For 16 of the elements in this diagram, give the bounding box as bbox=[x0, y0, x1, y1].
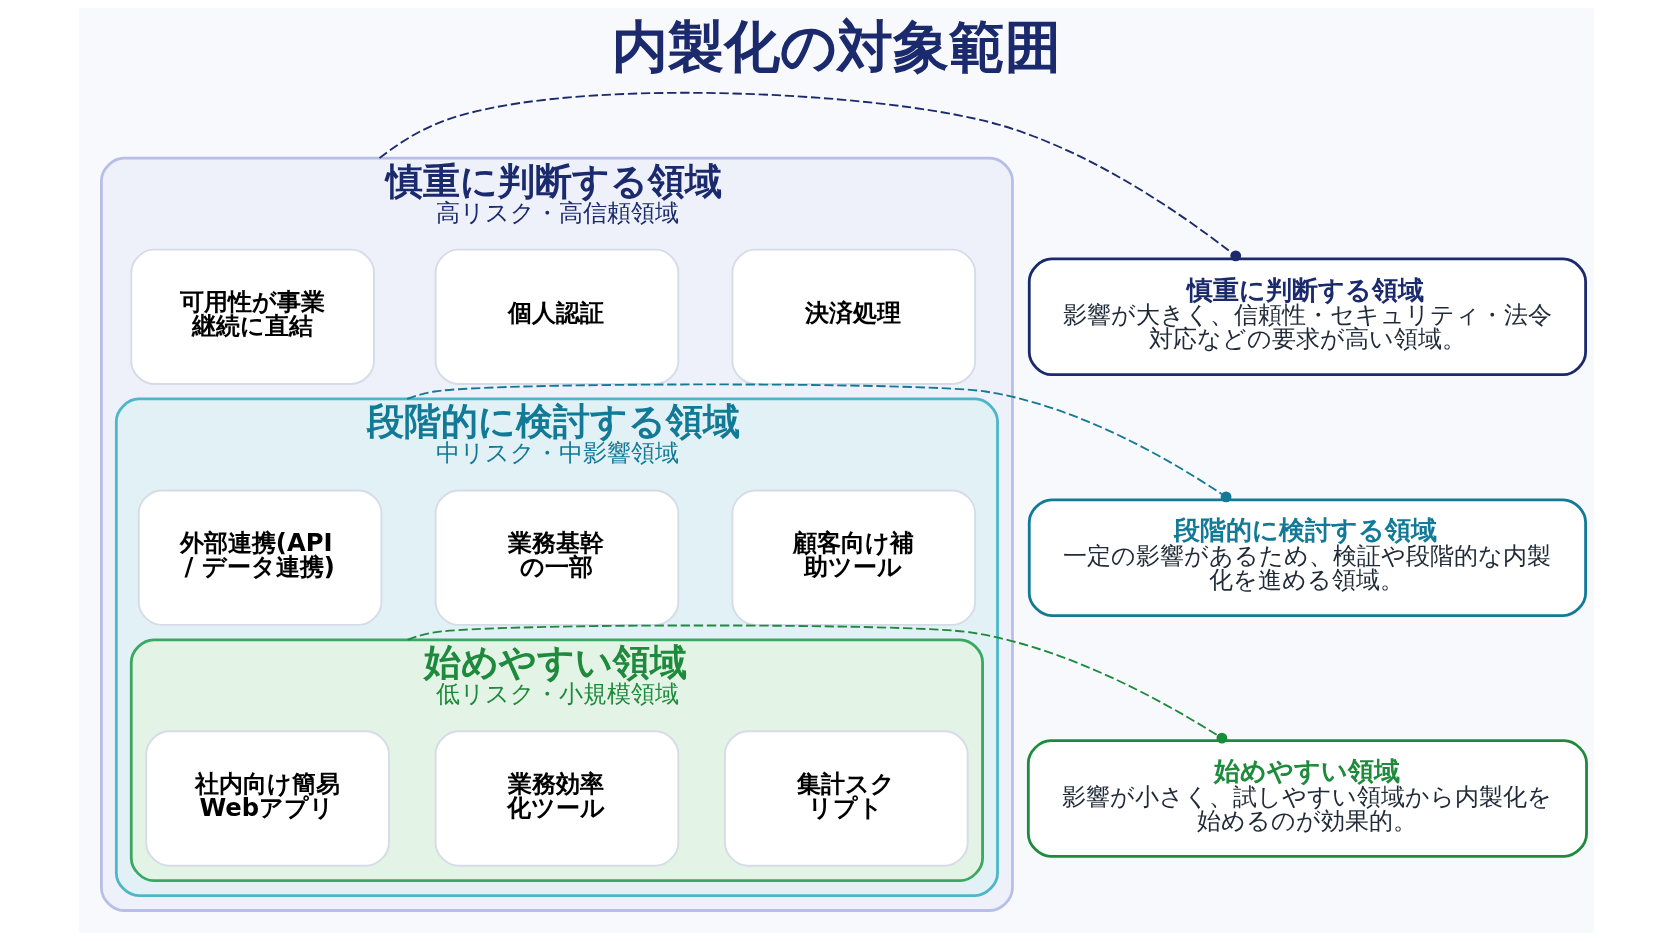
node-box: 慎重に判断する領域 影響が大きく、信頼性・セキュリティ・法令対応などの要求が高い領域。 bbox=[1027, 257, 1587, 377]
node-box: 可用性が事業継続に直結 bbox=[129, 248, 375, 385]
node-box: 顧客向け補助ツール bbox=[731, 489, 976, 626]
connector bbox=[378, 92, 1241, 262]
node-box: 始めやすい領域 影響が小さく、試しやすい領域から内製化を始めるのが効果的。 bbox=[1026, 739, 1588, 858]
node-box: 決済処理 bbox=[731, 248, 976, 385]
node-box: 個人認証 bbox=[434, 248, 679, 385]
node-box: 段階的に検討する領域 一定の影響があるため、検証や段階的な内製化を進める領域。 bbox=[1027, 498, 1587, 617]
connector bbox=[405, 383, 1231, 503]
node-box: 業務基幹の一部 bbox=[434, 489, 679, 626]
node-box: 社内向け簡易Webアプリ bbox=[144, 730, 390, 867]
connector bbox=[406, 624, 1227, 744]
node-box: 集計スクリプト bbox=[723, 730, 969, 867]
node-box: 外部連携(API / データ連携) bbox=[137, 489, 382, 626]
node-box: 業務効率化ツール bbox=[434, 730, 679, 867]
diagram-title: 内製化の対象範囲 bbox=[611, 13, 1061, 79]
